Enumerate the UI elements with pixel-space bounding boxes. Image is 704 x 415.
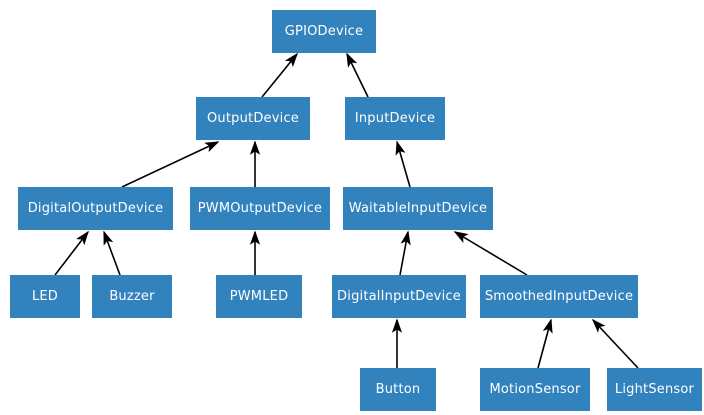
- class-node-label: GPIODevice: [284, 24, 364, 39]
- class-node-pwmoutputdevice[interactable]: PWMOutputDevice: [190, 187, 330, 230]
- class-node-digitaloutputdevice[interactable]: DigitalOutputDevice: [18, 187, 173, 230]
- class-node-smoothedinputdevice[interactable]: SmoothedInputDevice: [480, 275, 638, 318]
- class-node-inputdevice[interactable]: InputDevice: [345, 97, 445, 140]
- class-node-label: LED: [31, 289, 59, 304]
- class-node-waitableinputdevice[interactable]: WaitableInputDevice: [343, 187, 493, 230]
- class-node-pwmled[interactable]: PWMLED: [216, 275, 302, 318]
- class-node-motionsensor[interactable]: MotionSensor: [480, 368, 590, 411]
- class-node-label: DigitalOutputDevice: [27, 201, 164, 216]
- class-node-label: Button: [375, 382, 421, 397]
- class-node-outputdevice[interactable]: OutputDevice: [196, 97, 310, 140]
- inheritance-arrow-outputdevice-to-gpiodevice: [261, 52, 299, 98]
- class-node-label: SmoothedInputDevice: [484, 289, 634, 304]
- class-node-label: DigitalInputDevice: [337, 289, 461, 304]
- inheritance-arrow-digitalinputdevice-to-waitableinputdevice: [399, 230, 411, 276]
- class-node-label: Buzzer: [109, 289, 155, 304]
- class-node-label: InputDevice: [354, 111, 436, 126]
- class-node-label: PWMOutputDevice: [197, 201, 323, 216]
- class-node-lightsensor[interactable]: LightSensor: [607, 368, 702, 411]
- inheritance-arrow-waitableinputdevice-to-inputdevice: [395, 140, 411, 188]
- inheritance-arrow-lightsensor-to-smoothedinputdevice: [591, 318, 639, 369]
- class-node-label: MotionSensor: [489, 382, 581, 397]
- class-node-button[interactable]: Button: [360, 368, 436, 411]
- class-node-label: LightSensor: [614, 382, 695, 397]
- class-node-label: OutputDevice: [206, 111, 300, 126]
- inheritance-arrow-smoothedinputdevice-to-waitableinputdevice: [453, 231, 528, 276]
- inheritance-arrow-motionsensor-to-smoothedinputdevice: [537, 318, 553, 369]
- class-node-label: WaitableInputDevice: [348, 201, 488, 216]
- inheritance-arrow-buzzer-to-digitaloutputdevice: [103, 230, 121, 276]
- class-node-buzzer[interactable]: Buzzer: [92, 275, 172, 318]
- inheritance-arrow-inputdevice-to-gpiodevice: [346, 52, 369, 98]
- class-node-gpiodevice[interactable]: GPIODevice: [272, 10, 376, 53]
- class-node-digitalinputdevice[interactable]: DigitalInputDevice: [332, 275, 466, 318]
- inheritance-arrow-led-to-digitaloutputdevice: [54, 230, 89, 276]
- class-node-led[interactable]: LED: [10, 275, 80, 318]
- inheritance-arrow-digitaloutputdevice-to-outputdevice: [121, 141, 220, 188]
- class-node-label: PWMLED: [229, 289, 289, 304]
